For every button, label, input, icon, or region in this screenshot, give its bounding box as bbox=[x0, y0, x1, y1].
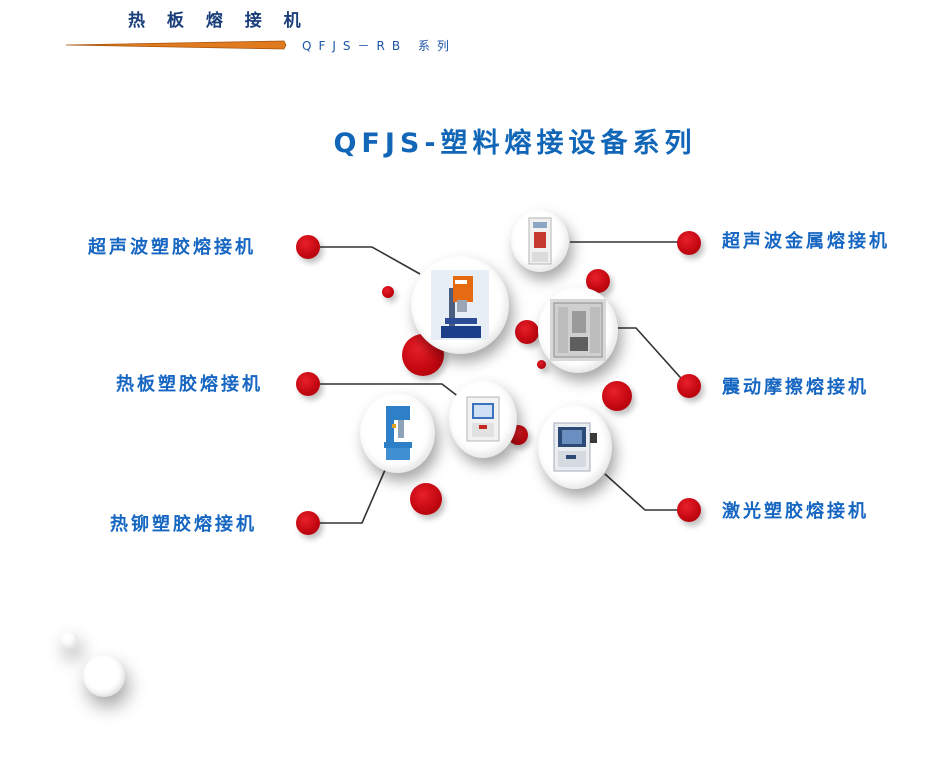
label-hot-plate-plastic[interactable]: 热板塑胶熔接机 bbox=[116, 374, 263, 395]
anchor-dot-laser bbox=[677, 498, 701, 522]
product-ultrasonic-metal[interactable] bbox=[511, 210, 569, 272]
header-accent-bar bbox=[66, 40, 287, 50]
hot-plate-machine-icon bbox=[466, 396, 500, 442]
anchor-dot-hot-plate bbox=[296, 372, 320, 396]
line-vibration bbox=[618, 327, 689, 387]
product-hot-rivet[interactable] bbox=[360, 393, 435, 473]
deco-dot bbox=[382, 286, 394, 298]
label-hot-rivet-plastic[interactable]: 热铆塑胶熔接机 bbox=[110, 514, 257, 535]
label-vibration-friction[interactable]: 震动摩擦熔接机 bbox=[722, 377, 869, 398]
deco-dot bbox=[537, 360, 546, 369]
header-subtitle: QFJS－RB 系列 bbox=[302, 39, 456, 53]
line-laser bbox=[604, 473, 688, 511]
product-hot-plate[interactable] bbox=[449, 380, 517, 458]
hot-rivet-machine-icon bbox=[383, 406, 412, 460]
laser-plastic-machine-icon bbox=[553, 422, 597, 472]
deco-dot bbox=[602, 381, 632, 411]
deco-dot bbox=[410, 483, 442, 515]
label-ultrasonic-metal[interactable]: 超声波金属熔接机 bbox=[722, 231, 890, 252]
line-ultrasonic-plastic bbox=[318, 246, 421, 275]
ultrasonic-metal-machine-icon bbox=[528, 217, 552, 265]
label-laser-plastic[interactable]: 激光塑胶熔接机 bbox=[722, 501, 869, 522]
deco-dot bbox=[515, 320, 539, 344]
anchor-dot-hot-rivet bbox=[296, 511, 320, 535]
deco-bubble-small bbox=[60, 631, 78, 649]
header-title: 热 板 熔 接 机 bbox=[128, 11, 309, 31]
label-ultrasonic-plastic[interactable]: 超声波塑胶熔接机 bbox=[88, 237, 256, 258]
line-hot-rivet bbox=[318, 469, 386, 524]
ultrasonic-plastic-machine-icon bbox=[431, 270, 489, 340]
product-vibration-friction[interactable] bbox=[538, 287, 618, 373]
anchor-dot-vibration bbox=[677, 374, 701, 398]
main-title: QFJS-塑料熔接设备系列 bbox=[333, 128, 697, 159]
deco-bubble-large bbox=[83, 655, 125, 697]
anchor-dot-ultrasonic-plastic bbox=[296, 235, 320, 259]
vibration-friction-machine-icon bbox=[550, 299, 606, 361]
product-laser-plastic[interactable] bbox=[538, 405, 612, 489]
anchor-dot-ultrasonic-metal bbox=[677, 231, 701, 255]
product-ultrasonic-plastic[interactable] bbox=[411, 256, 509, 354]
